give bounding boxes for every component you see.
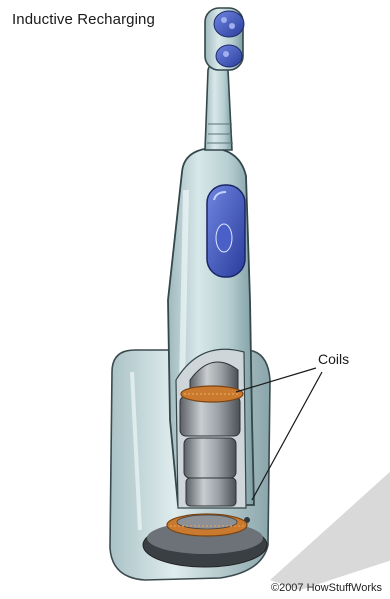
brush-head	[205, 8, 244, 70]
power-button-panel	[207, 185, 245, 277]
cast-shadow	[270, 470, 390, 590]
cutaway-interior	[176, 349, 246, 508]
base-coil	[167, 514, 247, 536]
handle-coil	[181, 386, 243, 402]
coils-label: Coils	[318, 351, 349, 367]
copyright-credit: ©2007 HowStuffWorks	[271, 582, 382, 594]
brush-neck	[205, 62, 233, 150]
